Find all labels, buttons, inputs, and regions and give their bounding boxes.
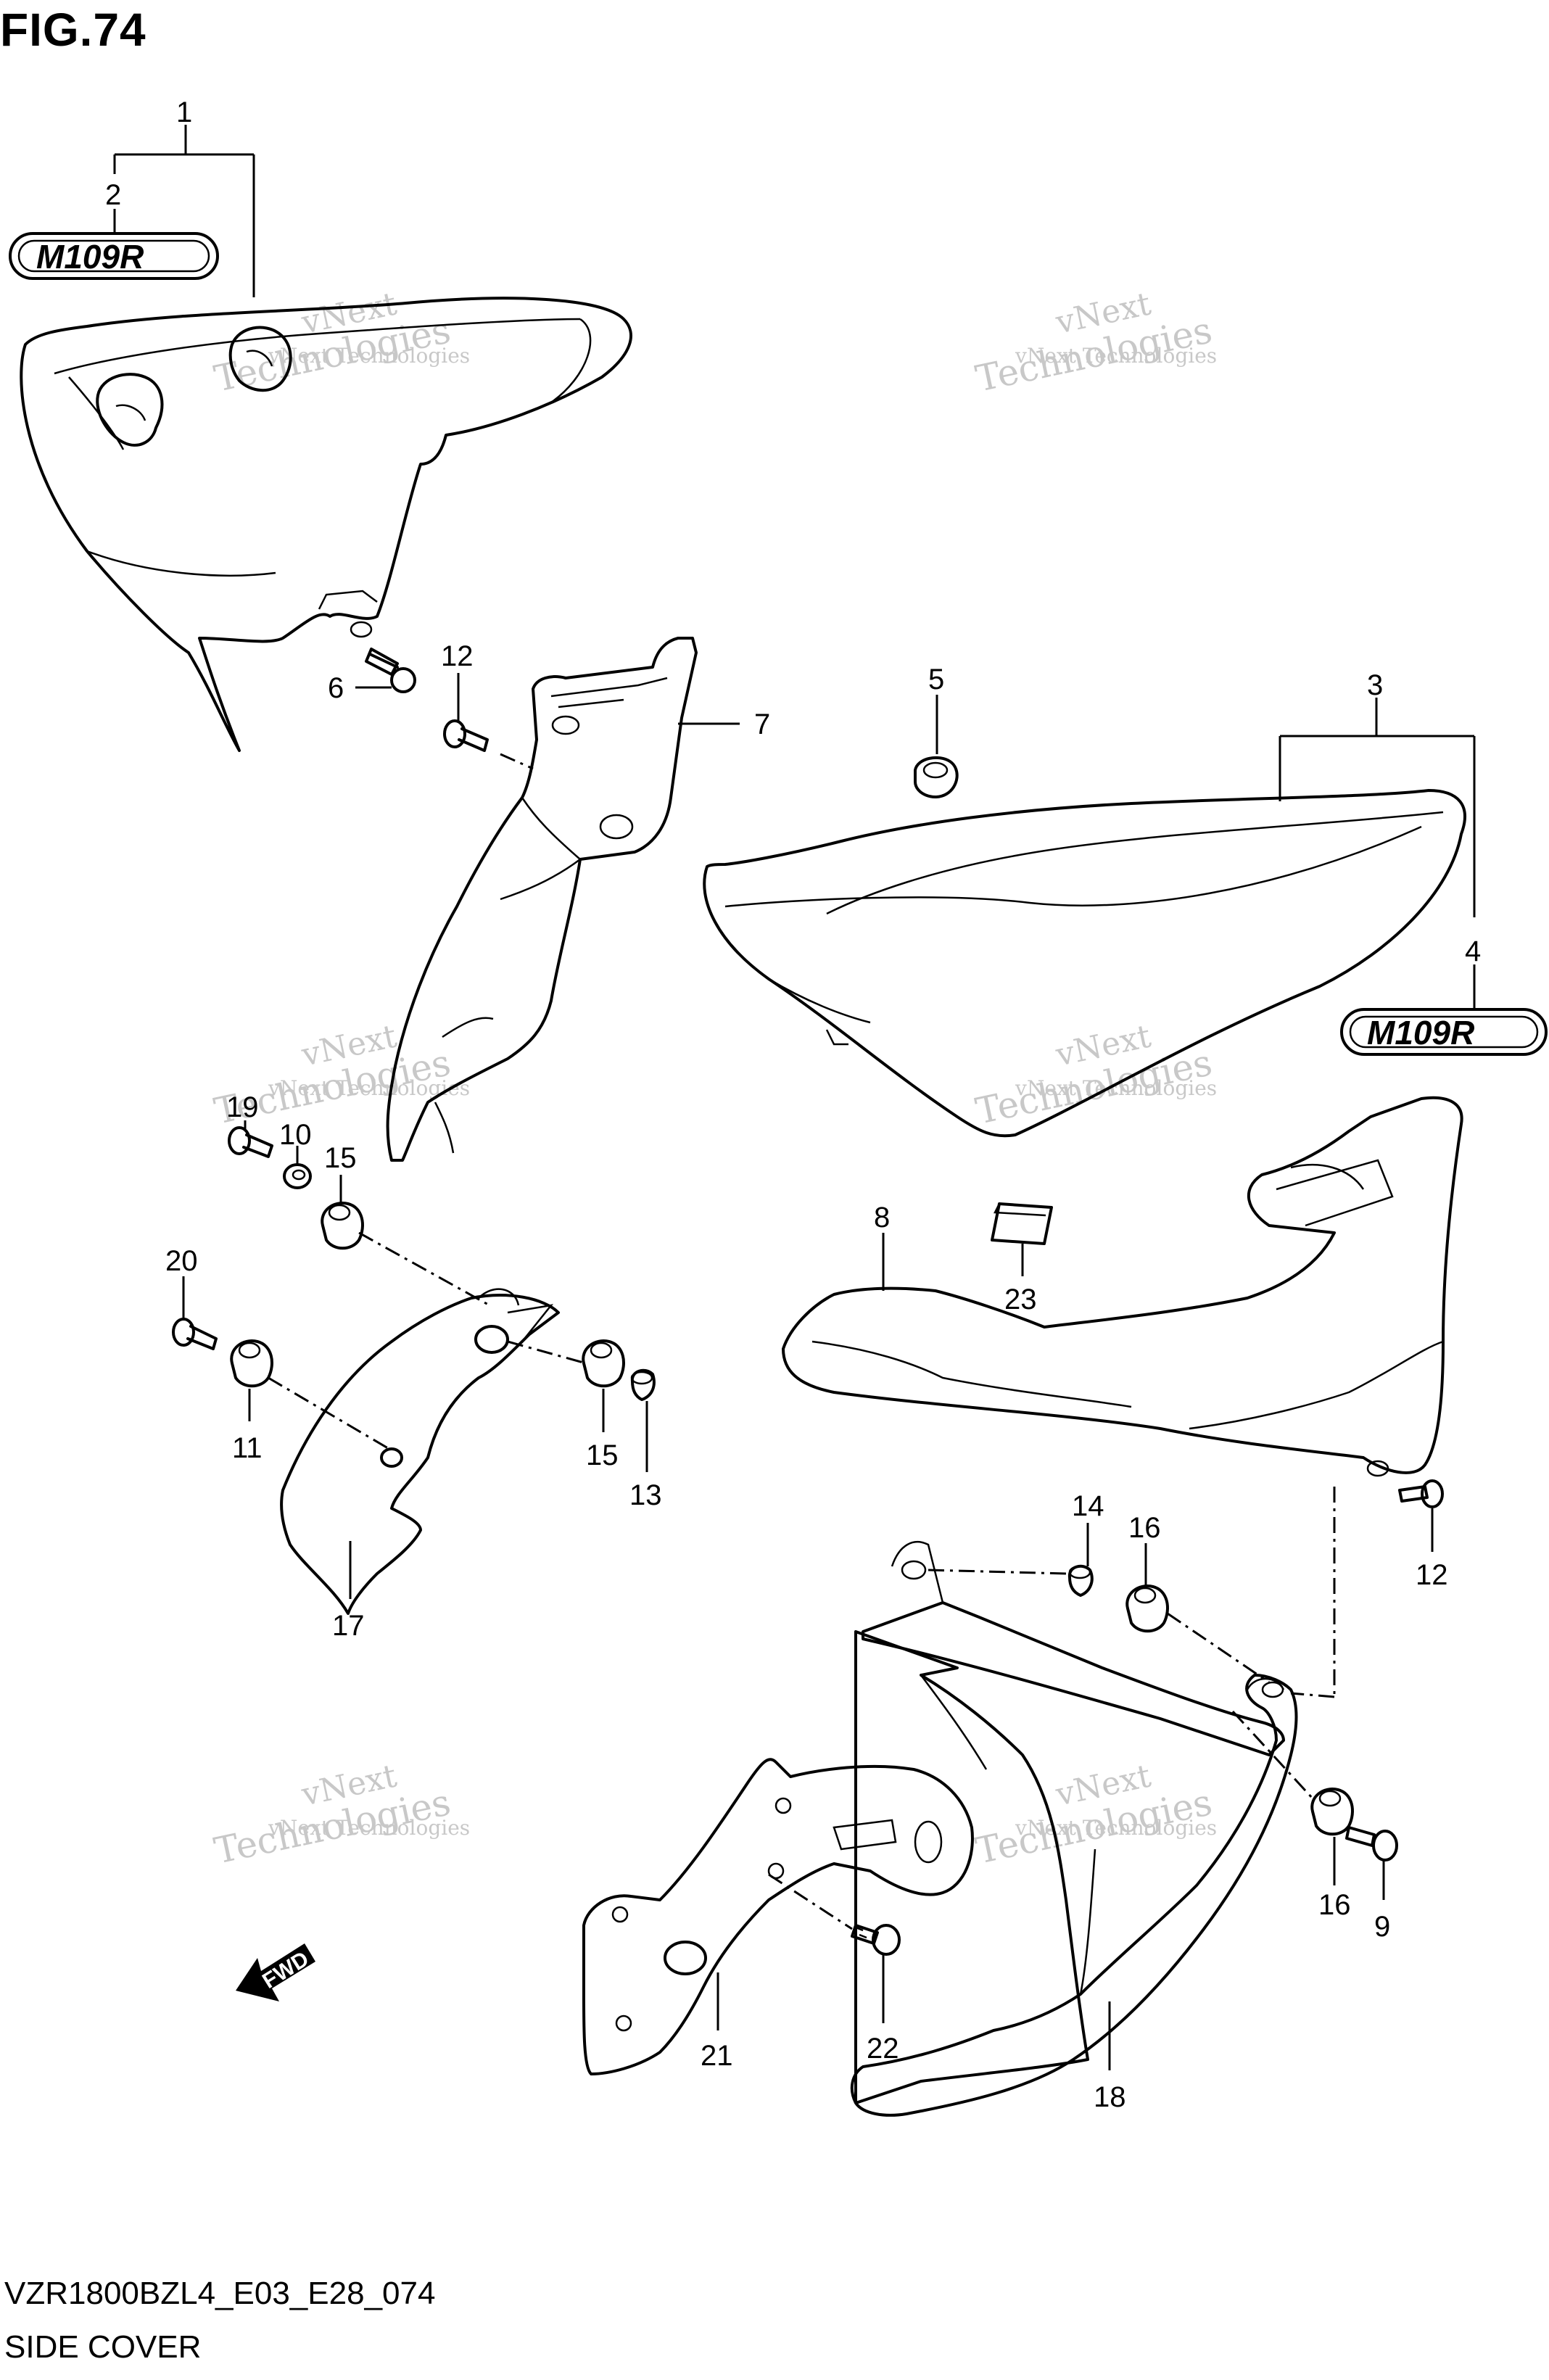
- svg-text:vNext Technologies: vNext Technologies: [1015, 1076, 1217, 1100]
- screw-part-9: [1345, 1826, 1398, 1862]
- callout-6: 6: [328, 672, 344, 704]
- callout-8: 8: [874, 1202, 890, 1234]
- grommet-part-16-upper: [1125, 1584, 1169, 1633]
- m109r-badge-part-4: M109R: [1340, 1008, 1548, 1056]
- callout-10: 10: [279, 1119, 312, 1151]
- collar-part-14: [1067, 1564, 1094, 1597]
- callout-21: 21: [701, 2040, 733, 2072]
- svg-text:vNext Technologies: vNext Technologies: [268, 1816, 470, 1840]
- callout-1: 1: [176, 96, 192, 128]
- right-frame-cover-part-3: [703, 789, 1466, 1138]
- screw-part-6: [365, 648, 416, 693]
- leader-lines: [113, 125, 1476, 2070]
- screw-part-20: [172, 1318, 218, 1350]
- callout-2: 2: [105, 179, 121, 211]
- callout-14: 14: [1072, 1490, 1104, 1522]
- callout-7: 7: [754, 708, 770, 740]
- collar-part-13: [630, 1368, 656, 1401]
- callout-19: 19: [226, 1091, 259, 1123]
- callout-17: 17: [332, 1610, 365, 1642]
- left-frame-cover-part-1: [20, 297, 632, 752]
- watermark-top-left: vNext Technologies vNext Technologies: [210, 285, 470, 400]
- callout-18: 18: [1094, 2081, 1126, 2113]
- callout-4: 4: [1465, 935, 1481, 967]
- callout-16-upper: 16: [1128, 1512, 1161, 1544]
- callout-12-right: 12: [1416, 1559, 1448, 1591]
- bolt-part-22: [851, 1924, 901, 1956]
- bracket-part-21: [582, 1758, 974, 2075]
- figure-code: VZR1800BZL4_E03_E28_074: [4, 2276, 436, 2311]
- side-plate-part-17: [280, 1288, 560, 1615]
- callout-5: 5: [928, 664, 944, 695]
- washer-part-10: [283, 1163, 312, 1189]
- svg-text:vNext Technologies: vNext Technologies: [268, 344, 470, 368]
- screw-part-12-upper: [443, 719, 489, 752]
- svg-text:vNext Technologies: vNext Technologies: [1015, 344, 1217, 368]
- grommet-part-15-upper: [321, 1202, 364, 1250]
- callout-15-upper: 15: [324, 1142, 357, 1174]
- lower-guard-part-18: [850, 1541, 1298, 2117]
- grommet-part-5: [914, 756, 959, 798]
- bracket-part-7: [386, 637, 698, 1162]
- grommet-part-15-lower: [582, 1339, 625, 1388]
- callout-23: 23: [1004, 1284, 1037, 1315]
- callout-20: 20: [165, 1245, 198, 1277]
- grommet-part-16-lower: [1310, 1788, 1354, 1836]
- screw-part-19: [228, 1126, 273, 1158]
- grommet-part-11: [230, 1339, 273, 1388]
- badge-text-left: M109R: [36, 238, 144, 276]
- m109r-badge-part-2: M109R: [9, 232, 219, 280]
- badge-text-right: M109R: [1367, 1014, 1474, 1051]
- figure-title: FIG.74: [0, 4, 146, 56]
- watermark-mid-right: vNext Technologies vNext Technologies: [972, 1017, 1217, 1132]
- screw-part-12-right: [1398, 1479, 1444, 1508]
- inner-cover-part-8: [782, 1096, 1463, 1477]
- callout-16-lower: 16: [1318, 1889, 1351, 1921]
- callout-12-upper: 12: [441, 640, 474, 672]
- callout-22: 22: [867, 2033, 899, 2065]
- svg-text:vNext Technologies: vNext Technologies: [1015, 1816, 1217, 1840]
- figure-name: SIDE COVER: [4, 2329, 202, 2365]
- forward-arrow-icon: FWD: [236, 1943, 315, 2001]
- callout-15-lower: 15: [586, 1439, 619, 1471]
- pad-part-23: [991, 1202, 1053, 1245]
- watermark-top-right: vNext Technologies vNext Technologies: [972, 285, 1217, 400]
- callout-numbers: 1 2 3 4 5 6 7 8 9 10 11 12 12 13 14 15 1…: [105, 96, 1481, 2113]
- callout-3: 3: [1367, 669, 1383, 701]
- callout-13: 13: [629, 1479, 662, 1511]
- callout-9: 9: [1374, 1911, 1390, 1943]
- watermark-bottom-left: vNext Technologies vNext Technologies: [210, 1757, 470, 1872]
- assembly-lines: [268, 753, 1336, 1930]
- callout-11: 11: [232, 1432, 263, 1464]
